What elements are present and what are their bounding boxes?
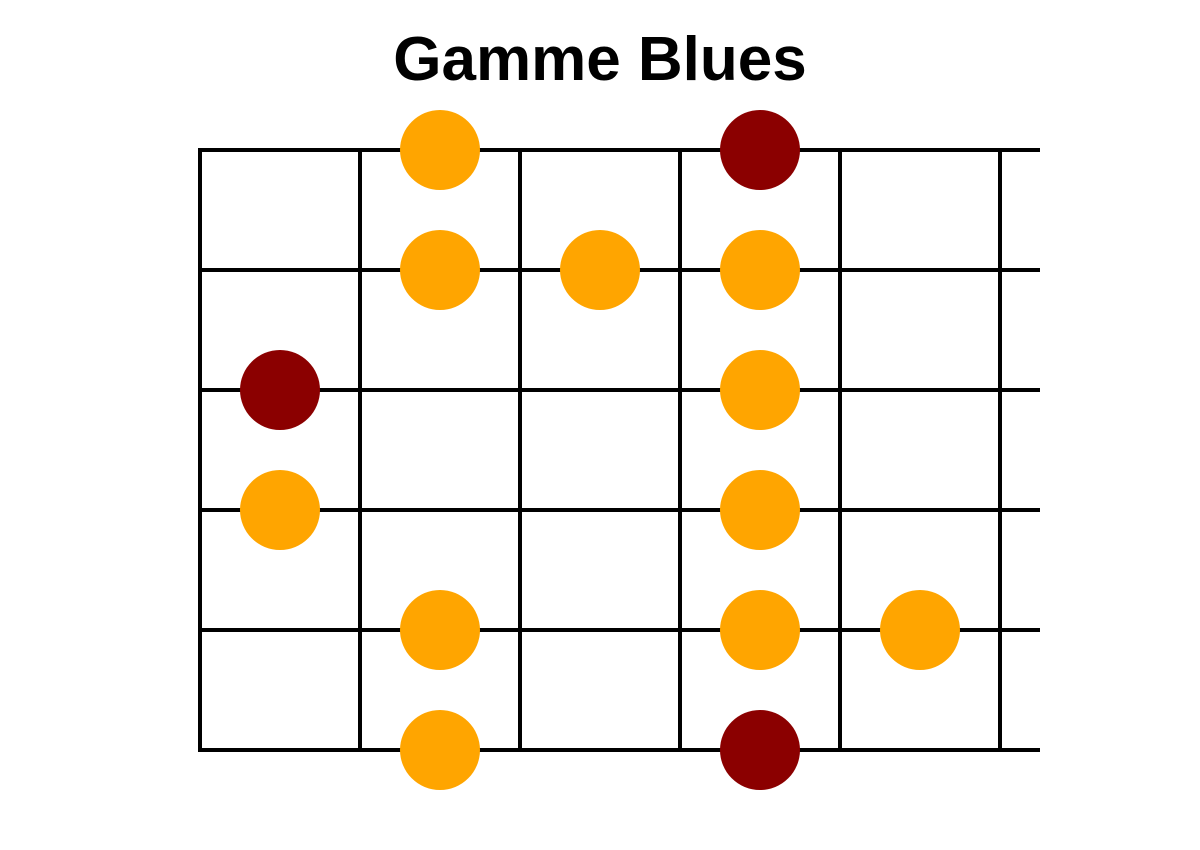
scale-note-dot-s6-f2	[400, 710, 480, 790]
page-title: Gamme Blues	[393, 25, 807, 94]
root-note-dot-s1-f4	[720, 110, 800, 190]
scale-note-dot-s3-f4	[720, 350, 800, 430]
root-note-dot-s3-f1	[240, 350, 320, 430]
scale-notes	[240, 110, 960, 790]
root-note-dot-s6-f4	[720, 710, 800, 790]
scale-note-dot-s4-f4	[720, 470, 800, 550]
scale-note-dot-s5-f2	[400, 590, 480, 670]
scale-note-dot-s5-f5	[880, 590, 960, 670]
scale-note-dot-s2-f2	[400, 230, 480, 310]
scale-note-dot-s5-f4	[720, 590, 800, 670]
scale-note-dot-s2-f4	[720, 230, 800, 310]
scale-note-dot-s1-f2	[400, 110, 480, 190]
scale-note-dot-s2-f3	[560, 230, 640, 310]
scale-note-dot-s4-f1	[240, 470, 320, 550]
